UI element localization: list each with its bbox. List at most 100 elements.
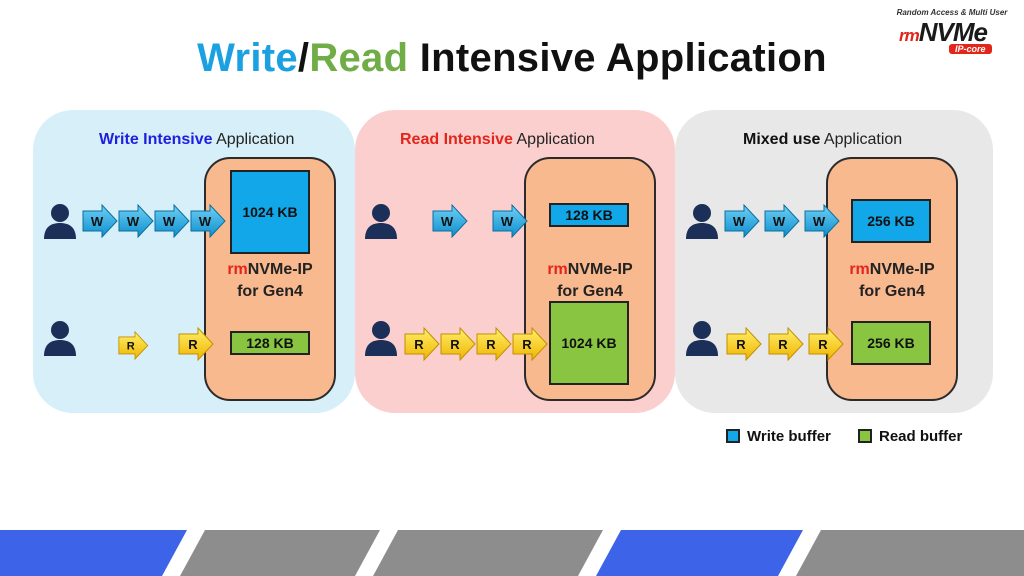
write-buffer-2: 128 KB xyxy=(549,203,629,227)
read-arrow-icon: R xyxy=(726,327,762,361)
legend-write-swatch xyxy=(726,429,740,443)
read-buffer-1: 128 KB xyxy=(230,331,310,355)
legend-write-label: Write buffer xyxy=(747,428,831,445)
arrow-shape xyxy=(118,204,154,238)
write-arrow-icon: W xyxy=(764,204,800,238)
ip-line2: for Gen4 xyxy=(557,283,623,300)
read-arrow-icon: R xyxy=(440,327,476,361)
arrow-label: R xyxy=(778,337,788,352)
read-arrow-icon: R xyxy=(808,327,844,361)
legend-read-swatch xyxy=(858,429,872,443)
arrow-shape xyxy=(724,204,760,238)
arrow-shape xyxy=(190,204,226,238)
arrow-shape xyxy=(808,327,844,361)
arrow-shape xyxy=(764,204,800,238)
logo-tag: IP-core xyxy=(949,44,992,54)
arrow-label: W xyxy=(199,214,212,229)
user-icon xyxy=(685,320,719,356)
panel-title-em: Read Intensive xyxy=(400,131,513,148)
ip-label-write: rmNVMe-IP for Gen4 xyxy=(204,259,336,303)
panel-title-write: Write Intensive Application xyxy=(99,131,294,149)
write-arrow-icon: W xyxy=(154,204,190,238)
ip-name: NVMe-IP xyxy=(567,261,633,278)
logo-prefix: rm xyxy=(899,26,920,45)
arrow-label: R xyxy=(522,337,532,352)
user-icon xyxy=(685,203,719,239)
arrow-shape xyxy=(440,327,476,361)
stripe-gray xyxy=(373,530,603,576)
user-icon xyxy=(43,203,77,239)
stripe-blue xyxy=(596,530,803,576)
logo-wordmark: rmNVMe xyxy=(899,17,988,48)
write-buffer-3: 256 KB xyxy=(851,199,931,243)
ip-name: NVMe-IP xyxy=(869,261,935,278)
ip-prefix: rm xyxy=(227,261,248,278)
arrow-shape xyxy=(492,204,528,238)
panel-title-mixed: Mixed use Application xyxy=(743,131,902,149)
arrow-label: W xyxy=(127,214,140,229)
read-buffer-3: 256 KB xyxy=(851,321,931,365)
panel-title-rest: Application xyxy=(820,131,903,148)
arrow-shape xyxy=(404,327,440,361)
read-arrow-icon: R xyxy=(512,327,548,361)
arrow-label: W xyxy=(163,214,176,229)
logo-subtitle: Random Access & Multi User xyxy=(896,8,1008,17)
arrow-label: W xyxy=(733,214,746,229)
arrow-label: R xyxy=(127,341,135,353)
arrow-shape xyxy=(432,204,468,238)
decorative-stripes xyxy=(0,530,1024,576)
title-read: Read xyxy=(309,36,409,80)
arrow-label: R xyxy=(486,337,496,352)
title-write: Write xyxy=(197,36,298,80)
arrow-shape xyxy=(726,327,762,361)
write-arrow-icon: W xyxy=(190,204,226,238)
arrow-label: R xyxy=(188,337,198,352)
read-arrow-icon: R xyxy=(404,327,440,361)
ip-name: NVMe-IP xyxy=(247,261,313,278)
arrow-shape xyxy=(768,327,804,361)
legend-read-label: Read buffer xyxy=(879,428,963,445)
arrow-shape xyxy=(82,204,118,238)
arrow-label: W xyxy=(91,214,104,229)
panel-title-em: Write Intensive xyxy=(99,131,213,148)
panel-title-em: Mixed use xyxy=(743,131,821,148)
arrow-shape xyxy=(118,331,149,360)
title-rest: Intensive Application xyxy=(408,36,827,80)
arrow-shape xyxy=(804,204,840,238)
ip-prefix: rm xyxy=(849,261,870,278)
arrow-label: W xyxy=(813,214,826,229)
read-arrow-icon: R xyxy=(118,331,149,360)
arrow-shape xyxy=(476,327,512,361)
stripe-gray xyxy=(180,530,380,576)
arrow-label: R xyxy=(450,337,460,352)
arrow-label: R xyxy=(736,337,746,352)
ip-prefix: rm xyxy=(547,261,568,278)
user-icon xyxy=(364,320,398,356)
write-buffer-1: 1024 KB xyxy=(230,170,310,254)
panel-title-rest: Application xyxy=(512,131,595,148)
read-arrow-icon: R xyxy=(476,327,512,361)
title-separator: / xyxy=(297,36,310,80)
panel-title-rest: Application xyxy=(212,131,295,148)
user-icon xyxy=(364,203,398,239)
arrow-shape xyxy=(154,204,190,238)
arrow-shape xyxy=(178,327,214,361)
logo-name: NVMe xyxy=(918,17,988,47)
stripe-blue xyxy=(0,530,187,576)
arrow-label: W xyxy=(773,214,786,229)
ip-line2: for Gen4 xyxy=(237,283,303,300)
arrow-label: W xyxy=(441,214,454,229)
arrow-shape xyxy=(512,327,548,361)
write-arrow-icon: W xyxy=(82,204,118,238)
write-arrow-icon: W xyxy=(118,204,154,238)
write-arrow-icon: W xyxy=(432,204,468,238)
write-arrow-icon: W xyxy=(492,204,528,238)
arrow-label: R xyxy=(818,337,828,352)
page-title: Write/Read Intensive Application xyxy=(0,36,1024,81)
arrow-label: W xyxy=(501,214,514,229)
write-arrow-icon: W xyxy=(804,204,840,238)
read-arrow-icon: R xyxy=(768,327,804,361)
rmnvme-logo: Random Access & Multi User rmNVMe IP-cor… xyxy=(893,8,1011,56)
read-arrow-icon: R xyxy=(178,327,214,361)
